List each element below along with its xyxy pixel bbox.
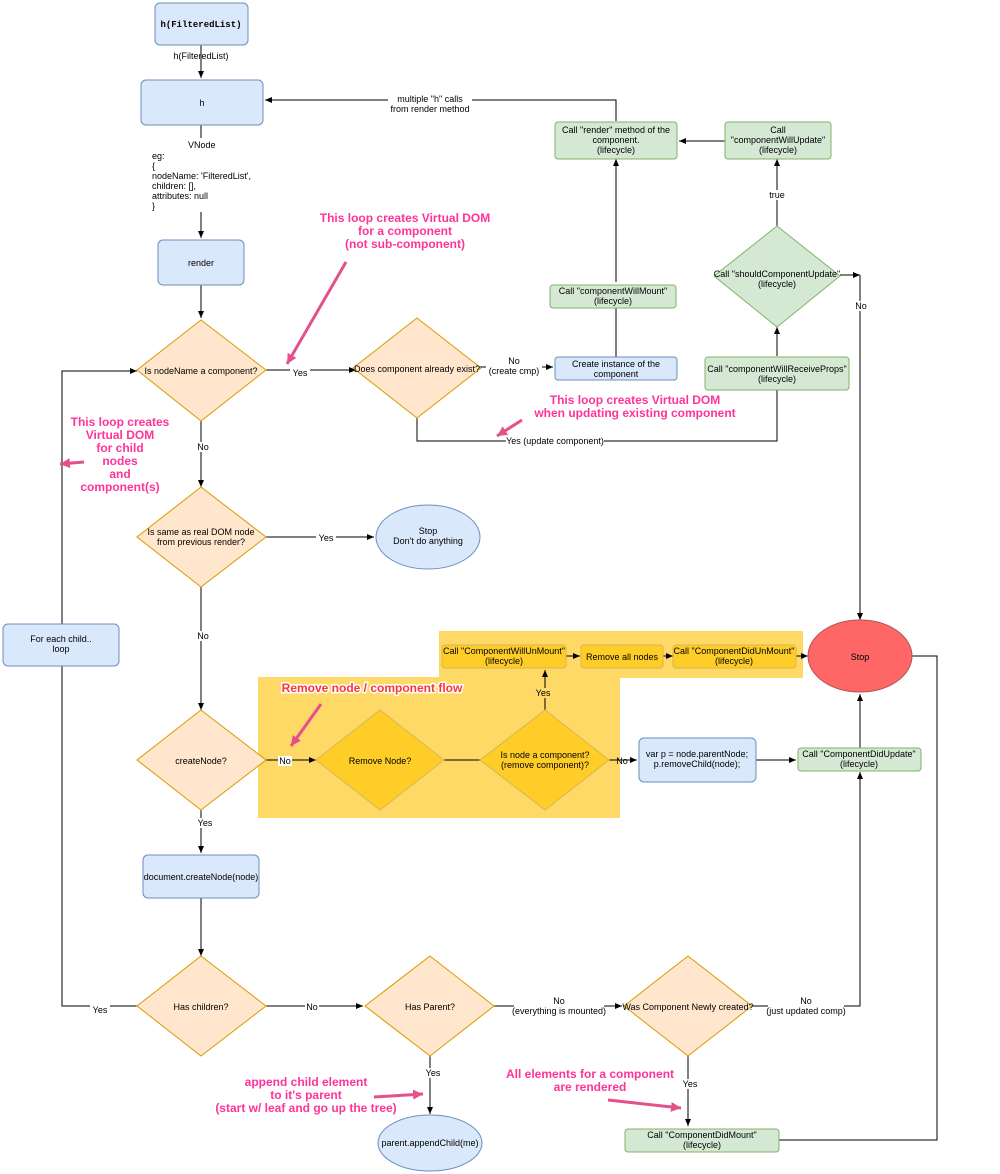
should-update-decision bbox=[713, 225, 841, 328]
render-node-text: render bbox=[188, 258, 214, 268]
edge-label-h-filtered: h(FilteredList) bbox=[173, 51, 228, 61]
will-mount-text: Call "componentWillMount"(lifecycle) bbox=[559, 286, 667, 306]
h-node-text: h bbox=[199, 98, 204, 108]
edge-label-yes-same: Yes bbox=[319, 533, 334, 543]
has-children-decision bbox=[136, 955, 267, 1057]
has-parent-decision bbox=[364, 955, 495, 1057]
will-mount-node bbox=[549, 284, 677, 309]
edge-label-yes-newly: Yes bbox=[683, 1079, 698, 1089]
render-method-node bbox=[554, 121, 678, 160]
annotation-arrow-append bbox=[373, 1089, 424, 1100]
did-update-text: Call "ComponentDidUpdate"(lifecycle) bbox=[802, 749, 915, 769]
remove-all-nodes-node bbox=[580, 644, 664, 669]
did-mount-text: Call "ComponentDidMount"(lifecycle) bbox=[647, 1130, 756, 1150]
edge-label-true: true bbox=[769, 190, 785, 200]
edge-label-yes-is-component: Yes bbox=[536, 688, 551, 698]
stop-terminal bbox=[807, 619, 913, 693]
create-node-node bbox=[142, 854, 260, 899]
is-component-text: Is nodeName a component? bbox=[144, 366, 257, 376]
edge-label-yes-component: Yes bbox=[293, 368, 308, 378]
create-node-decision bbox=[136, 709, 267, 811]
newly-created-decision bbox=[623, 955, 753, 1057]
is-node-component-decision bbox=[479, 709, 610, 811]
already-exist-text: Does component already exist? bbox=[354, 364, 480, 374]
h-node bbox=[140, 79, 264, 126]
has-parent-text: Has Parent? bbox=[405, 1002, 455, 1012]
is-component-decision bbox=[136, 319, 267, 422]
annotation-arrow-remove bbox=[289, 703, 323, 747]
edge-label-no-component: No bbox=[197, 442, 209, 452]
did-unmount-text: Call "ComponentDidUnMount"(lifecycle) bbox=[674, 646, 795, 666]
will-unmount-text: Call "ComponentWillUnMount"(lifecycle) bbox=[443, 646, 565, 666]
stop-text: Stop bbox=[851, 652, 870, 662]
edge-label-no-children: No bbox=[306, 1002, 318, 1012]
create-node-decision-text: createNode? bbox=[175, 756, 227, 766]
newly-created-text: Was Component Newly created? bbox=[622, 1002, 753, 1012]
create-node-text: document.createNode(node) bbox=[144, 872, 259, 882]
edge-label-yes-parent: Yes bbox=[426, 1068, 441, 1078]
annotation-arrow-child bbox=[59, 458, 85, 469]
for-each-child-text: For each child..loop bbox=[30, 634, 92, 654]
will-receive-props-node bbox=[704, 356, 850, 391]
will-update-text: Call"componentWillUpdate"(lifecycle) bbox=[731, 125, 825, 155]
same-as-real-decision bbox=[136, 486, 267, 588]
annotation-arrow-rendered bbox=[607, 1098, 682, 1112]
edge-label-no-parent: No(everything is mounted) bbox=[512, 996, 606, 1016]
edge-label-yes-create: Yes bbox=[198, 818, 213, 828]
annotation-arrow-update bbox=[496, 418, 523, 438]
will-unmount-node bbox=[441, 644, 567, 669]
should-update-text: Call "shouldComponentUpdate"(lifecycle) bbox=[714, 269, 840, 289]
edge-label-yes-children: Yes bbox=[93, 1005, 108, 1015]
remove-all-nodes-text: Remove all nodes bbox=[586, 652, 659, 662]
has-children-text: Has children? bbox=[173, 1002, 228, 1012]
edge-label-no-newly: No(just updated comp) bbox=[766, 996, 846, 1016]
edge-label-no-same: No bbox=[197, 631, 209, 641]
h-filtered-list-text: h(FilteredList) bbox=[160, 20, 241, 30]
remove-child-text: var p = node.parentNode;p.removeChild(no… bbox=[646, 749, 748, 769]
edge-label-vnode: VNode eg: { nodeName: 'FilteredList', ch… bbox=[152, 140, 254, 211]
did-unmount-node bbox=[672, 644, 797, 669]
create-instance-node bbox=[554, 356, 678, 381]
already-exist-decision bbox=[352, 317, 482, 419]
will-update-node bbox=[724, 121, 832, 160]
annotation-arrow-component bbox=[285, 261, 348, 365]
nodes: h(FilteredList) h render Is nodeName a c… bbox=[2, 2, 922, 1172]
remove-child-node bbox=[638, 737, 757, 783]
edge-label-yes-update: Yes (update component) bbox=[506, 436, 604, 446]
render-node bbox=[157, 239, 245, 286]
did-mount-node bbox=[624, 1128, 780, 1153]
edge-label-no-should: No bbox=[855, 301, 867, 311]
edge-label-no-create-node: No bbox=[279, 756, 291, 766]
h-filtered-list-node bbox=[154, 2, 249, 46]
stop-nothing-terminal bbox=[375, 504, 481, 570]
append-child-terminal bbox=[377, 1114, 483, 1172]
will-receive-props-text: Call "componentWillReceiveProps"(lifecyc… bbox=[707, 364, 846, 384]
is-node-component-text: Is node a component?(remove component)? bbox=[500, 750, 589, 770]
edge-label-no-is-component: No bbox=[616, 756, 628, 766]
annotation-remove-flow: Remove node / component flow bbox=[282, 681, 463, 695]
append-child-text: parent.appendChild(me) bbox=[381, 1138, 478, 1148]
for-each-child-node bbox=[2, 623, 120, 667]
remove-node-decision bbox=[315, 709, 445, 811]
edge-label-no-create: No(create cmp) bbox=[489, 356, 540, 376]
did-update-node bbox=[797, 747, 922, 772]
remove-node-text: Remove Node? bbox=[349, 756, 412, 766]
